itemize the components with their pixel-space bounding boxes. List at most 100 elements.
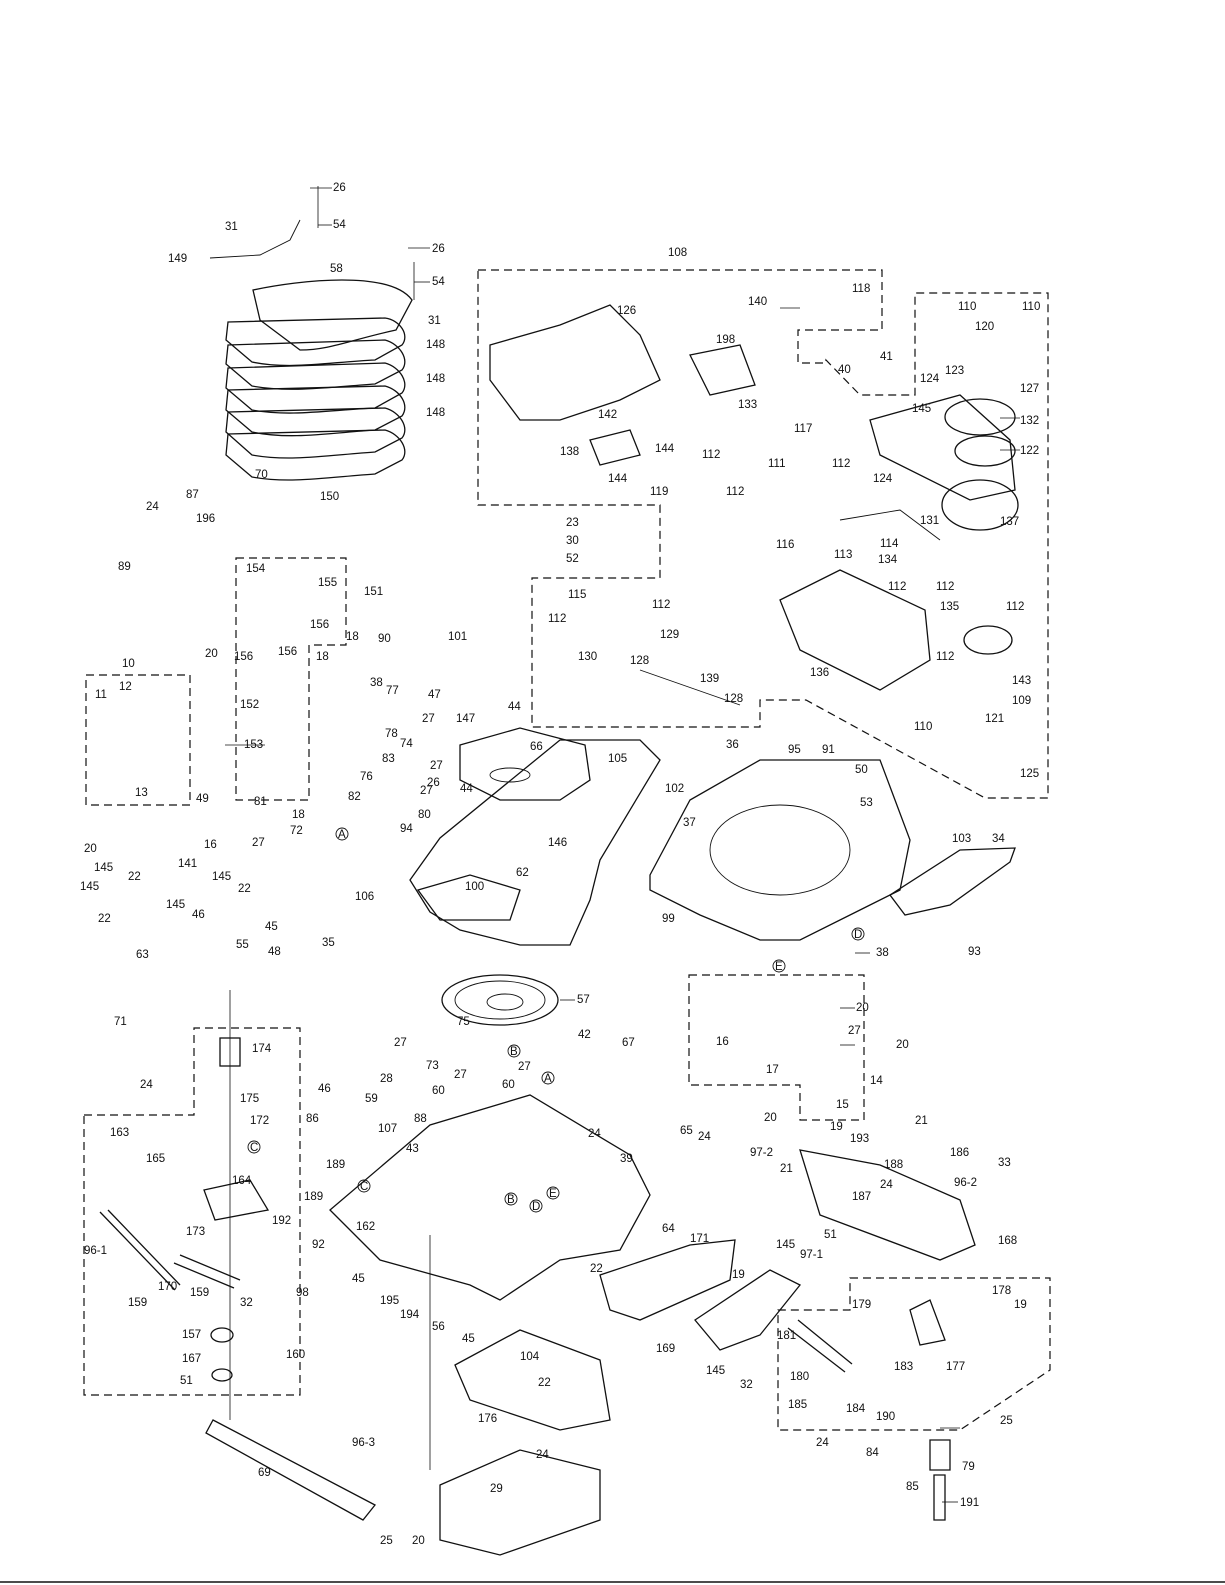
- callout-label: 108: [668, 247, 687, 259]
- callout-label: 33: [998, 1157, 1011, 1169]
- callout-label: 137: [1000, 516, 1019, 528]
- callout-label: 107: [378, 1123, 397, 1135]
- callout-label: 192: [272, 1215, 291, 1227]
- assembly-176-parts: [787, 1299, 951, 1521]
- callout-label: 127: [1020, 383, 1039, 395]
- callout-label: 27: [394, 1037, 407, 1049]
- callout-label: 117: [794, 423, 812, 435]
- callout-label: 143: [1012, 675, 1031, 687]
- callout-label: 181: [777, 1330, 796, 1342]
- callout-label: 24: [588, 1128, 601, 1140]
- callout-label: 52: [566, 553, 579, 565]
- callout-label: 153: [244, 739, 263, 751]
- callout-label: 49: [196, 793, 209, 805]
- callout-label: 183: [894, 1361, 913, 1373]
- callout-label: 154: [246, 563, 266, 575]
- callout-label: 180: [790, 1371, 809, 1383]
- callout-label: 118: [852, 283, 870, 295]
- callout-label: 27: [422, 713, 435, 725]
- callout-label: 41: [880, 351, 893, 363]
- callout-label: 145: [706, 1365, 725, 1377]
- callout-label: 122: [1020, 445, 1039, 457]
- callout-label: 80: [418, 809, 431, 821]
- callout-label: 96-1: [84, 1245, 107, 1257]
- reference-marker: C: [250, 1142, 258, 1154]
- callout-label: 136: [810, 667, 829, 679]
- callout-label: 11: [95, 689, 107, 701]
- callout-label: 43: [406, 1143, 419, 1155]
- assembly-151-boundary: [235, 557, 347, 801]
- callout-label: 88: [414, 1113, 427, 1125]
- assembly-10-boundary: [85, 674, 191, 806]
- callout-label: 196: [196, 513, 215, 525]
- callout-label: 128: [724, 693, 743, 705]
- callout-label: 112: [888, 581, 906, 593]
- callout-label: 145: [212, 871, 231, 883]
- callout-label: 174: [252, 1043, 272, 1055]
- callout-label: 87: [186, 489, 199, 501]
- callout-label: 53: [860, 797, 873, 809]
- callout-label: 151: [364, 586, 383, 598]
- callout-label: 42: [578, 1029, 591, 1041]
- callout-label: 70: [255, 469, 268, 481]
- callout-label: 60: [502, 1079, 515, 1091]
- main-deck-plates: [409, 727, 661, 946]
- callout-label: 112: [702, 449, 720, 461]
- callout-label: 90: [378, 633, 391, 645]
- callout-label: 156: [278, 646, 297, 658]
- callout-labels: 26 54 31 149 26 54 58 31 148 148 148 108…: [80, 182, 1040, 1547]
- callout-label: 89: [118, 561, 131, 573]
- callout-label: 37: [683, 817, 696, 829]
- callout-label: 21: [915, 1115, 928, 1127]
- callout-label: 145: [776, 1239, 795, 1251]
- callout-label: 169: [656, 1343, 675, 1355]
- callout-label: 24: [698, 1131, 711, 1143]
- callout-label: 48: [268, 946, 281, 958]
- callout-label: 13: [135, 787, 148, 799]
- callout-label: 146: [548, 837, 567, 849]
- callout-label: 189: [304, 1191, 323, 1203]
- assembly-108-boundary: [477, 269, 1049, 799]
- callout-label: 150: [320, 491, 339, 503]
- callout-label: 28: [380, 1073, 393, 1085]
- callout-label: 22: [128, 871, 141, 883]
- callout-label: 112: [832, 458, 850, 470]
- callout-label: 44: [460, 783, 473, 795]
- callout-label: 76: [360, 771, 373, 783]
- callout-label: 142: [598, 409, 617, 421]
- callout-label: 79: [962, 1461, 975, 1473]
- callout-label: 65: [680, 1125, 693, 1137]
- callout-label: 27: [518, 1061, 531, 1073]
- callout-label: 120: [975, 321, 994, 333]
- callout-label: 165: [146, 1153, 165, 1165]
- callout-label: 25: [1000, 1415, 1013, 1427]
- callout-label: 27: [454, 1069, 467, 1081]
- callout-label: 187: [852, 1191, 871, 1203]
- callout-label: 144: [608, 473, 628, 485]
- callout-label: 32: [740, 1379, 753, 1391]
- callout-label: 134: [878, 554, 898, 566]
- callout-label: 130: [578, 651, 597, 663]
- callout-label: 83: [382, 753, 395, 765]
- callout-label: 84: [866, 1447, 879, 1459]
- reference-marker: B: [510, 1046, 518, 1058]
- callout-label: 36: [726, 739, 739, 751]
- callout-label: 110: [914, 721, 932, 733]
- callout-label: 171: [690, 1233, 709, 1245]
- callout-label: 78: [385, 728, 398, 740]
- callout-label: 176: [478, 1413, 497, 1425]
- callout-label: 86: [306, 1113, 319, 1125]
- callout-label: 82: [348, 791, 361, 803]
- callout-label: 39: [620, 1153, 633, 1165]
- callout-label: 71: [114, 1016, 127, 1028]
- tray-stack: [209, 186, 415, 481]
- leader-lines: [225, 187, 1020, 1503]
- callout-label: 156: [310, 619, 329, 631]
- callout-label: 139: [700, 673, 719, 685]
- callout-label: 27: [252, 837, 265, 849]
- callout-label: 24: [880, 1179, 893, 1191]
- callout-label: 18: [346, 631, 359, 643]
- callout-label: 112: [1006, 601, 1024, 613]
- callout-label: 103: [952, 833, 971, 845]
- lower-base: [329, 1094, 976, 1556]
